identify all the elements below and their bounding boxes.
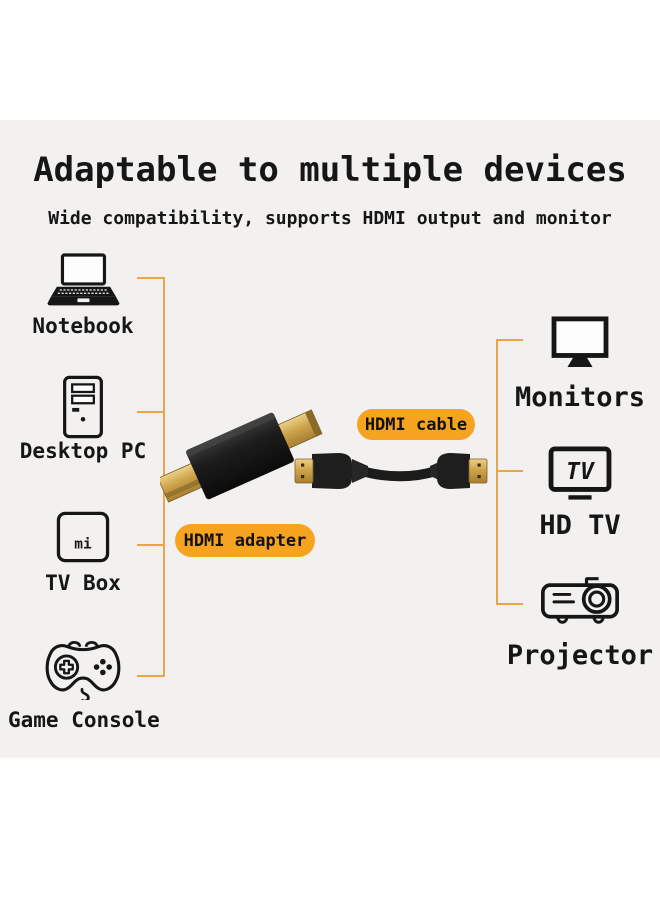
device-game-console: Game Console <box>8 638 160 732</box>
game-controller-icon <box>45 641 121 700</box>
mi-logo-text: mi <box>74 537 92 553</box>
right-bracket-tick-monitor <box>496 339 523 341</box>
laptop-icon <box>47 253 120 306</box>
gray-panel: Adaptable to multiple devices Wide compa… <box>0 120 660 758</box>
page-title: Adaptable to multiple devices <box>33 150 627 190</box>
device-notebook: Notebook <box>8 252 158 338</box>
left-bracket-tick-desktop <box>137 411 164 413</box>
hdmi-adapter-image <box>160 409 323 503</box>
hdmi-cable-image <box>294 453 488 489</box>
device-label: Monitors <box>514 382 646 413</box>
left-bracket-tick-gamepad <box>137 675 164 677</box>
device-desktop-pc: Desktop PC <box>8 375 158 463</box>
device-hd-tv: TV HD TV <box>502 446 658 541</box>
device-projector: Projector <box>502 574 658 671</box>
right-bracket-tick-hdtv <box>496 470 523 472</box>
left-bracket-tick-tvbox <box>137 544 164 546</box>
desktop-tower-icon <box>63 375 103 439</box>
device-monitors: Monitors <box>502 316 658 413</box>
subtitle: Wide compatibility, supports HDMI output… <box>48 208 612 229</box>
tv-box-icon: mi <box>56 511 110 563</box>
device-label: Projector <box>506 640 654 671</box>
left-bracket-tick-notebook <box>137 277 164 279</box>
device-tv-box: mi TV Box <box>8 511 158 595</box>
device-label: TV Box <box>45 571 121 595</box>
right-bracket-tick-projector <box>496 603 523 605</box>
hdmi-adapter-callout: HDMI adapter <box>175 524 315 557</box>
hd-tv-icon: TV <box>548 446 612 500</box>
projector-icon <box>541 577 619 624</box>
product-photo <box>160 409 488 503</box>
device-label: HD TV <box>539 510 621 541</box>
right-bracket-vertical-line <box>496 339 498 605</box>
tv-screen-text: TV <box>566 458 595 485</box>
device-label: Desktop PC <box>19 439 147 463</box>
device-label: Game Console <box>8 708 160 732</box>
hdmi-cable-callout: HDMI cable <box>357 409 475 440</box>
monitor-icon <box>551 316 609 368</box>
device-label: Notebook <box>32 314 134 338</box>
